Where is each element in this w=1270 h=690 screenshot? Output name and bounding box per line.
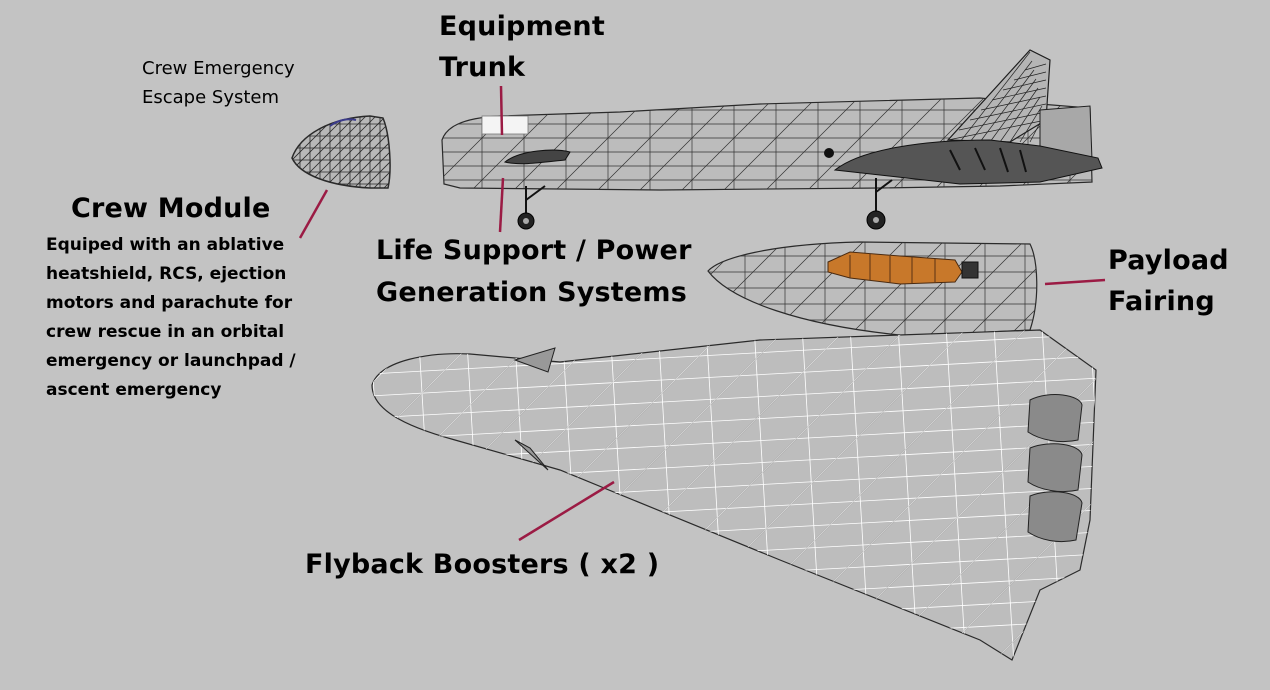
label-crew-module-description: Equiped with an ablative heatshield, RCS… <box>46 235 296 400</box>
leader-crew-module <box>298 189 329 239</box>
label-life-support: Life Support / Power Generation Systems <box>376 235 692 308</box>
leader-life-support <box>498 177 505 233</box>
booster-engines-icon <box>1027 394 1083 543</box>
crew-module-wireframe <box>291 115 391 189</box>
label-payload-fairing: Payload Fairing <box>1108 245 1229 317</box>
leader-lines <box>298 85 1106 542</box>
payload-fairing-wireframe <box>707 241 1038 337</box>
label-flyback-boosters: Flyback Boosters ( x2 ) <box>305 549 660 580</box>
leader-flyback-boosters <box>518 480 615 542</box>
payload-satellite-icon <box>827 251 979 285</box>
leader-payload-fairing <box>1044 278 1106 286</box>
leader-equipment-trunk <box>499 85 504 136</box>
label-escape-system: Crew Emergency Escape System <box>142 58 295 108</box>
orbiter-wireframe <box>441 49 1103 230</box>
label-equipment-trunk: Equipment Trunk <box>439 11 605 83</box>
label-crew-module-title: Crew Module <box>71 193 271 224</box>
